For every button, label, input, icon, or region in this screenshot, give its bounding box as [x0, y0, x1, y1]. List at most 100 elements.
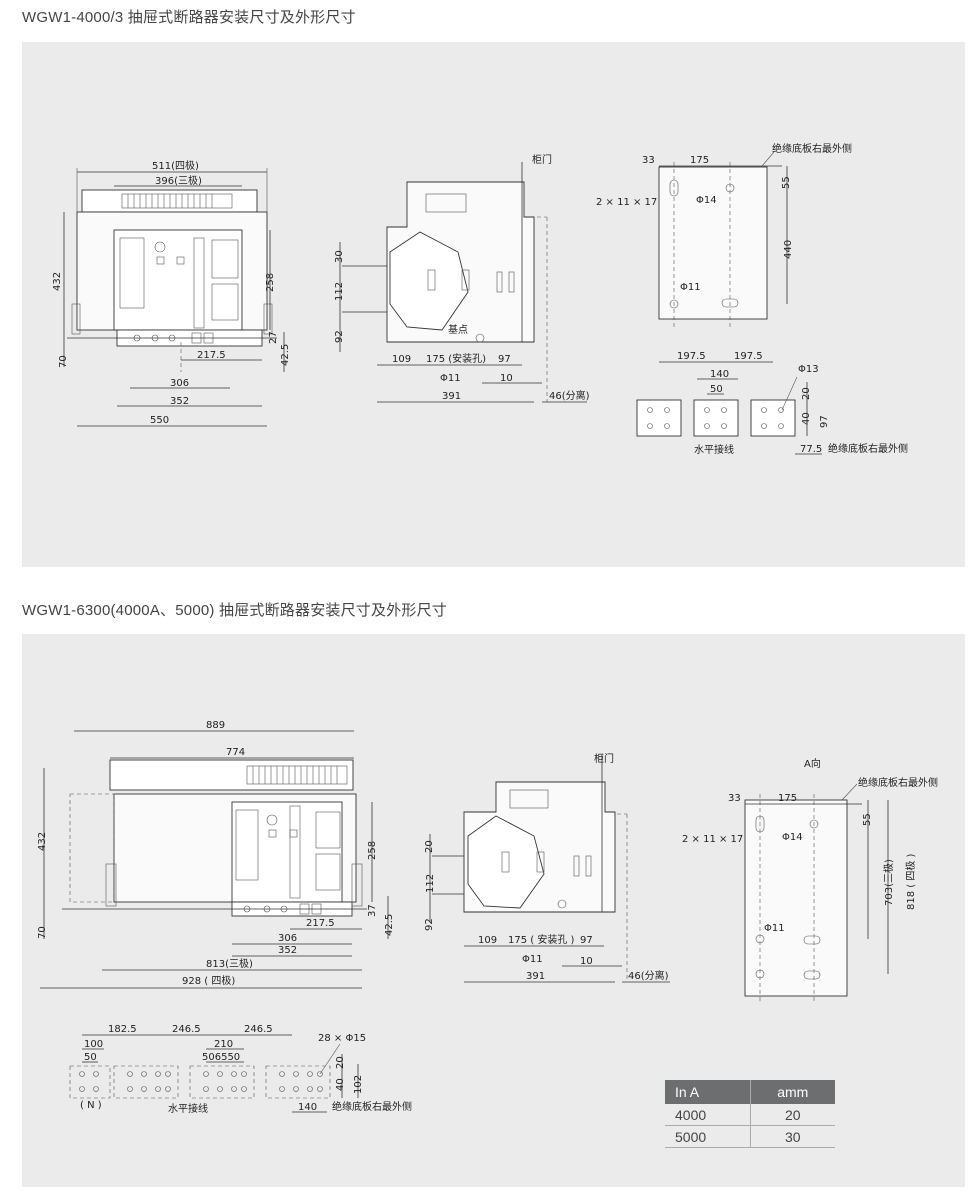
s2-front-d352: 352 [278, 945, 297, 956]
s2-front-d306: 306 [278, 933, 297, 944]
s1-busbar: 197.5 197.5 140 50 Φ13 20 40 97 水平接线 77.… [636, 351, 908, 456]
section1-drawing: 511(四极) 396(三极) 432 70 258 27 42.5 217.5… [52, 142, 908, 456]
s1-holes-phi14: Φ14 [696, 195, 717, 206]
s2-holes-d33: 33 [728, 793, 741, 804]
table-cell-in: 4000 [665, 1104, 751, 1126]
s2-hole-layout: A向 绝缘底板右最外侧 33 175 55 2 × 11 × 17 Φ14 70… [682, 757, 938, 1002]
s1-side-d391: 391 [442, 391, 461, 402]
s2-bus-phi15: 28 × Φ15 [318, 1033, 366, 1044]
s1-holes-d440: 440 [783, 240, 794, 259]
s1-bus-d40: 40 [801, 412, 812, 425]
s1-bus-d775: 77.5 [800, 444, 822, 455]
s1-front-view: 511(四极) 396(三极) 432 70 258 27 42.5 217.5… [52, 159, 291, 427]
s1-holes-edge: 绝缘底板右最外侧 [772, 142, 852, 155]
table-row: 4000 20 [665, 1104, 835, 1126]
section2-drawing: 889 774 432 70 258 37 42.5 217.5 306 352… [37, 720, 938, 1115]
s2-holes-d818: 818 ( 四极 ) [904, 853, 917, 910]
s2-side-phi11: Φ11 [522, 954, 543, 965]
s1-front-d306: 306 [170, 378, 189, 389]
s1-front-d258: 258 [265, 273, 276, 292]
s2-bus-d40: 40 [335, 1078, 346, 1091]
s2-front-view: 889 774 432 70 258 37 42.5 217.5 306 352… [37, 720, 395, 989]
s2-bus-d102: 102 [353, 1075, 364, 1094]
s1-holes-phi11: Φ11 [680, 282, 701, 293]
s2-bus-d20: 20 [335, 1056, 346, 1069]
s1-hole-layout: 33 175 绝缘底板右最外侧 55 2 × 11 × 17 Φ14 440 Φ… [596, 142, 852, 327]
s1-holes-d175: 175 [690, 155, 709, 166]
current-table: In A amm 4000 20 5000 30 [665, 1080, 835, 1148]
s2-bus-d140: 140 [298, 1102, 317, 1113]
s2-bus-d506550: 506550 [202, 1052, 240, 1063]
s2-holes-edge: 绝缘底板右最外侧 [858, 776, 938, 789]
table-header-in: In A [665, 1080, 751, 1104]
s1-side-d46: 46(分离) [549, 389, 590, 402]
s2-bus-d1825: 182.5 [108, 1024, 137, 1035]
s2-bus-d100: 100 [84, 1039, 103, 1050]
s2-side-d391: 391 [526, 971, 545, 982]
s2-front-d258: 258 [367, 841, 378, 860]
s2-side-d175: 175 ( 安装孔 ) [508, 933, 575, 946]
s1-side-d175: 175 (安装孔) [426, 352, 486, 365]
s2-bus-d210: 210 [214, 1039, 233, 1050]
s2-holes-d175: 175 [778, 793, 797, 804]
s1-bus-d97: 97 [819, 415, 830, 428]
s1-bus-d140: 140 [710, 369, 729, 380]
s1-front-d550: 550 [150, 415, 169, 426]
s2-side-d109: 109 [478, 935, 497, 946]
s2-front-d889: 889 [206, 720, 225, 731]
s1-side-base: 基点 [448, 323, 468, 336]
s2-front-d425: 42.5 [384, 914, 395, 936]
s2-side-door: 柜门 [594, 752, 614, 765]
s2-side-d97: 97 [580, 935, 593, 946]
table-row: 5000 30 [665, 1125, 835, 1148]
section2-title: WGW1-6300(4000A、5000) 抽屉式断路器安装尺寸及外形尺寸 [22, 602, 447, 619]
s2-holes-d55: 55 [862, 813, 873, 826]
s2-side-d92: 92 [424, 918, 435, 931]
s2-holes-phi14: Φ14 [782, 832, 803, 843]
s2-side-d20: 20 [424, 840, 435, 853]
s1-side-door: 柜门 [532, 153, 552, 166]
s1-side-d112: 112 [334, 282, 345, 301]
s2-side-d46: 46(分离) [628, 969, 669, 982]
s2-holes-d703: 703(三极) [882, 859, 895, 906]
s1-side-d109: 109 [392, 354, 411, 365]
table-header-amm: amm [749, 1080, 835, 1104]
s2-front-d2175: 217.5 [306, 918, 335, 929]
s2-front-d37: 37 [367, 904, 378, 917]
s1-front-d511: 511(四极) [152, 159, 199, 172]
s2-holes-phi11: Φ11 [764, 923, 785, 934]
s1-side-d30: 30 [334, 250, 345, 263]
s2-front-d774: 774 [226, 747, 245, 758]
s1-bus-d1975b: 197.5 [734, 351, 763, 362]
table-cell-amm: 20 [749, 1104, 835, 1126]
s2-side-d112: 112 [425, 874, 436, 893]
s1-front-d432: 432 [52, 272, 63, 291]
s1-holes-d33: 33 [642, 155, 655, 166]
table-header-row: In A amm [665, 1080, 835, 1104]
s1-bus-edge: 绝缘底板右最外侧 [828, 442, 908, 455]
s1-bus-d50: 50 [710, 384, 723, 395]
s1-front-d352: 352 [170, 396, 189, 407]
s1-holes-slot: 2 × 11 × 17 [596, 197, 657, 208]
s1-side-phi11: Φ11 [440, 373, 461, 384]
section1-title: WGW1-4000/3 抽屉式断路器安装尺寸及外形尺寸 [22, 9, 356, 26]
section1-panel: 511(四极) 396(三极) 432 70 258 27 42.5 217.5… [22, 42, 965, 567]
s1-side-d97: 97 [498, 354, 511, 365]
table-cell-amm: 30 [749, 1125, 835, 1148]
s1-front-d27: 27 [268, 331, 279, 344]
s1-front-d2175: 217.5 [197, 350, 226, 361]
s2-side-view: 柜门 20 112 92 109 175 ( 安装孔 ) 97 Φ11 10 3… [424, 752, 670, 983]
s1-bus-d20: 20 [801, 387, 812, 400]
s2-holes-slot: 2 × 11 × 17 [682, 834, 743, 845]
s2-bus-d50: 50 [84, 1052, 97, 1063]
s1-holes-d55: 55 [781, 176, 792, 189]
s1-side-d92: 92 [334, 330, 345, 343]
s2-bus-label: 水平接线 [168, 1102, 208, 1115]
s1-front-d425: 42.5 [280, 344, 291, 366]
s2-front-d432: 432 [37, 832, 48, 851]
s1-front-d70: 70 [58, 355, 69, 368]
table-cell-in: 5000 [665, 1125, 751, 1148]
s2-front-d928: 928 ( 四极) [182, 974, 235, 987]
s2-front-d70: 70 [37, 926, 48, 939]
s1-side-d10: 10 [500, 373, 513, 384]
